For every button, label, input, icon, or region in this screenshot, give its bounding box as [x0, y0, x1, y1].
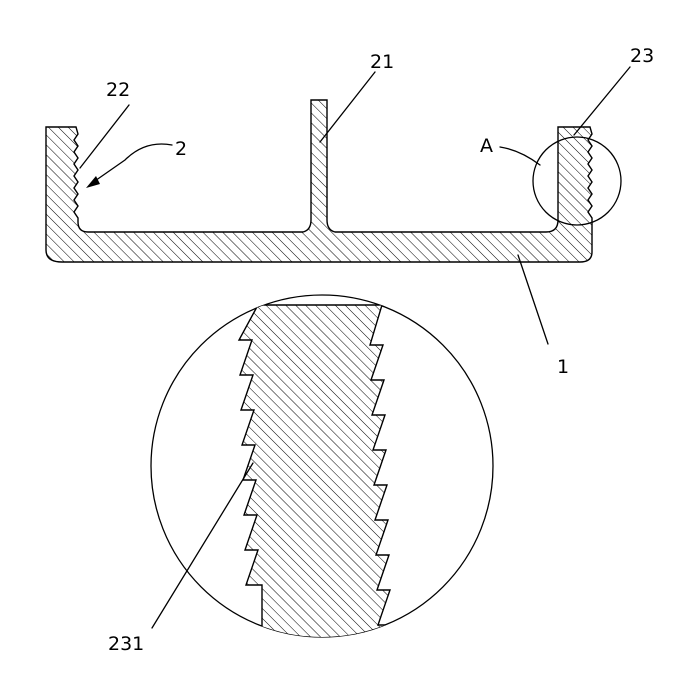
label-23: 23: [630, 45, 654, 67]
leader-231: [151, 462, 254, 629]
leader-21: [319, 71, 376, 143]
label-22: 22: [106, 79, 130, 101]
leader-a: [499, 146, 541, 166]
label-21: 21: [370, 51, 394, 73]
leader-23: [573, 66, 631, 136]
label-2: 2: [175, 138, 187, 160]
leader-1: [517, 254, 549, 345]
detail-a-thread-section: [237, 304, 391, 637]
label-a: A: [480, 135, 493, 157]
label-1: 1: [557, 356, 569, 378]
detail-a-marker: [532, 136, 622, 226]
profile-section: [45, 99, 593, 263]
label-231: 231: [108, 633, 144, 655]
leader-22: [79, 104, 130, 169]
leader-2: [91, 143, 173, 184]
leader-2-arrow: [86, 176, 100, 188]
